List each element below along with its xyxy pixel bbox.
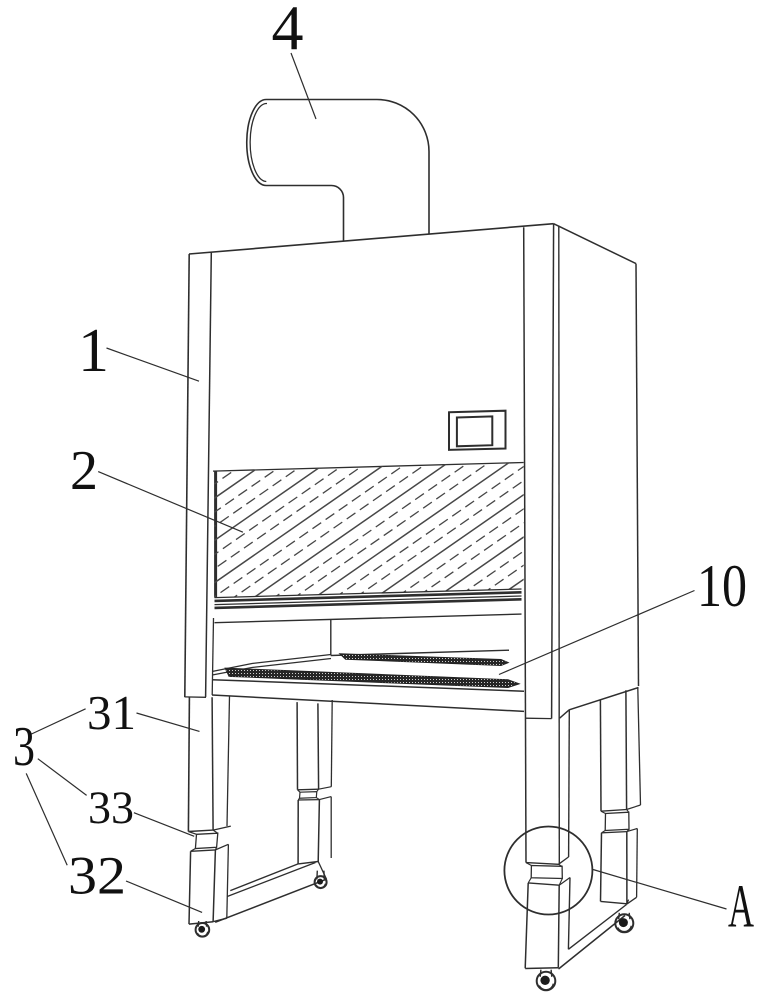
svg-text:2: 2	[70, 440, 98, 502]
svg-text:3: 3	[13, 716, 35, 778]
svg-text:10: 10	[697, 553, 747, 619]
svg-text:4: 4	[272, 0, 304, 63]
svg-text:33: 33	[88, 782, 134, 834]
svg-text:1: 1	[78, 317, 109, 385]
svg-text:32: 32	[68, 846, 126, 906]
svg-text:31: 31	[87, 685, 136, 740]
svg-text:A: A	[728, 874, 754, 941]
